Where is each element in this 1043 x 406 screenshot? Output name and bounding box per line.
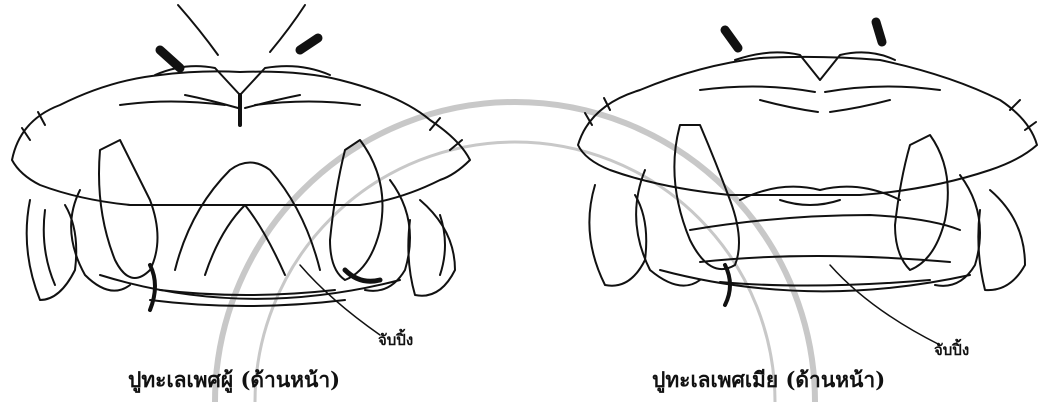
female-callout-label: จับปิ้ง <box>934 338 969 362</box>
male-callout-label: จับปิ้ง <box>378 328 413 352</box>
female-caption: ปูทะเลเพศเมีย (ด้านหน้า) <box>652 364 885 397</box>
female-crab-illustration <box>578 22 1037 345</box>
male-caption: ปูทะเลเพศผู้ (ด้านหน้า) <box>128 364 340 397</box>
watermark-arcs <box>215 102 815 402</box>
